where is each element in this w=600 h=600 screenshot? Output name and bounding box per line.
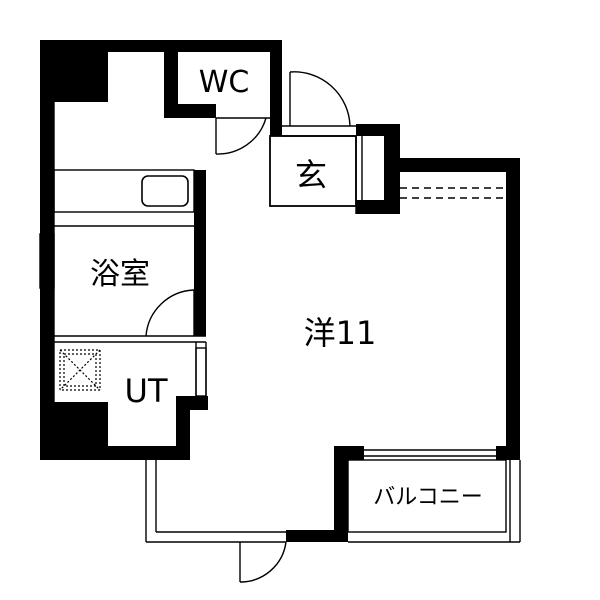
label-genkan: 玄 — [295, 156, 327, 194]
wall-outer-left — [40, 40, 54, 460]
bath-door-swing — [145, 289, 195, 337]
partitions — [39, 102, 521, 543]
wall-balcony-top-left — [334, 446, 364, 460]
wall-balcony-top-right — [496, 446, 520, 460]
wall-bath-right — [194, 170, 206, 336]
balcony-outline — [347, 459, 507, 533]
label-balcony: バルコニー — [373, 485, 483, 510]
wall-room-top — [384, 158, 520, 172]
label-wc: WC — [199, 65, 250, 100]
sink — [141, 175, 189, 207]
label-western-room: 洋11 — [304, 314, 377, 352]
washer-pan — [59, 349, 101, 391]
bottom-door-swing — [239, 541, 287, 583]
label-utility: UT — [125, 372, 168, 410]
wall-wc-top — [164, 40, 282, 52]
wall-balcony-left — [334, 446, 348, 542]
wall-top-left — [40, 40, 164, 52]
walls — [40, 40, 520, 542]
wall-bottom-left — [40, 446, 190, 460]
wall-wc-right — [270, 40, 282, 136]
label-bathroom: 浴室 — [90, 257, 150, 292]
kitchen-counter — [53, 169, 195, 213]
wall-wc-bottom — [164, 104, 216, 118]
wall-ut-step — [176, 396, 190, 460]
window-ut — [195, 347, 207, 397]
wall-corner-top-left — [54, 52, 108, 102]
window-bathroom — [39, 233, 55, 289]
wall-wc-left — [164, 40, 178, 118]
room-labels: WC 玄 浴室 UT 洋11 バルコニー — [90, 65, 483, 510]
wall-bottom-door — [286, 530, 348, 542]
wc-door-swing — [215, 117, 267, 155]
wall-room-right — [506, 158, 520, 458]
entry-door-swing — [289, 71, 351, 127]
doors — [145, 71, 351, 583]
wall-genkan-bottom — [356, 200, 400, 214]
